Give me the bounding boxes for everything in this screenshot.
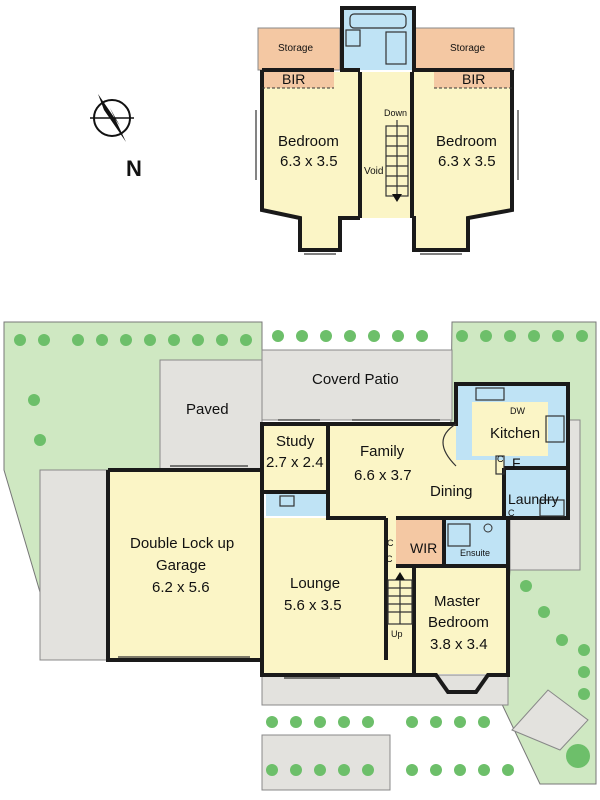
cupboard-label-3: C [508, 508, 515, 518]
laundry-label: Laundry [508, 491, 559, 507]
ensuite-area [444, 520, 506, 566]
storage-left-label: Storage [278, 43, 313, 54]
garage-size: 6.2 x 5.6 [152, 579, 210, 596]
laundry-area [504, 468, 568, 518]
master-line1: Master [434, 593, 480, 610]
cupboard-label-1: C [387, 538, 394, 548]
kitchen-label: Kitchen [490, 425, 540, 442]
paved-strip-left [39, 469, 109, 661]
compass-needle-icon [98, 94, 126, 142]
bir-left-label: BIR [282, 71, 305, 87]
garage-line1: Double Lock up [130, 535, 234, 552]
bedroom-right-size: 6.3 x 3.5 [438, 153, 496, 170]
cupboard-label-4: C [386, 554, 393, 564]
up-label: Up [391, 629, 403, 639]
lounge-name: Lounge [290, 575, 340, 592]
family-size: 6.6 x 3.7 [354, 467, 412, 484]
driveway [261, 734, 391, 791]
study-size: 2.7 x 2.4 [266, 454, 324, 471]
upper-floor: Storage Storage BIR BIR Bedroom 6.3 x 3.… [255, 6, 519, 255]
side-path [511, 689, 589, 751]
family-name: Family [360, 443, 405, 460]
covered-patio-area [261, 349, 453, 421]
paved-label: Paved [186, 401, 229, 418]
study-area [262, 424, 328, 492]
lounge-area [262, 518, 386, 674]
upper-stairs [385, 120, 409, 202]
bir-right-area [434, 70, 512, 88]
storage-right-area [413, 27, 515, 71]
master-line2: Bedroom [428, 614, 489, 631]
garage-line2: Garage [156, 557, 206, 574]
upper-bathroom [342, 8, 414, 70]
master-size: 3.8 x 3.4 [430, 636, 488, 653]
master-area [414, 566, 508, 674]
bir-right-label: BIR [462, 71, 485, 87]
garage-area [108, 470, 262, 660]
dw-label: DW [510, 406, 525, 416]
bedroom-right-area [412, 72, 512, 250]
down-label: Down [384, 108, 407, 118]
wir-area [396, 520, 444, 566]
north-label: N [126, 156, 142, 181]
shrub-row-bottom [266, 580, 590, 776]
ground-floor: Coverd Patio Paved Study 2.7 x 2.4 Famil… [3, 321, 597, 791]
shrub-row-top [14, 330, 588, 446]
ground-stairs [387, 572, 413, 625]
bedroom-right-name: Bedroom [436, 133, 497, 150]
study-name: Study [276, 433, 315, 450]
wir-label: WIR [410, 540, 437, 556]
fridge-label: F [512, 455, 521, 471]
lounge-size: 5.6 x 3.5 [284, 597, 342, 614]
bedroom-left-area [262, 72, 360, 250]
dining-label: Dining [430, 483, 473, 500]
storage-left-area [257, 27, 341, 71]
void-label: Void [364, 166, 383, 177]
powder-room [266, 494, 326, 516]
cupboard-label-2: C [497, 454, 504, 464]
covered-patio-label: Coverd Patio [312, 371, 399, 388]
bedroom-left-name: Bedroom [278, 133, 339, 150]
bedroom-left-size: 6.3 x 3.5 [280, 153, 338, 170]
storage-right-label: Storage [450, 43, 485, 54]
kitchen-bench [472, 402, 548, 456]
bir-left-area [262, 70, 334, 88]
ensuite-label: Ensuite [460, 548, 490, 558]
compass: N [90, 94, 142, 181]
